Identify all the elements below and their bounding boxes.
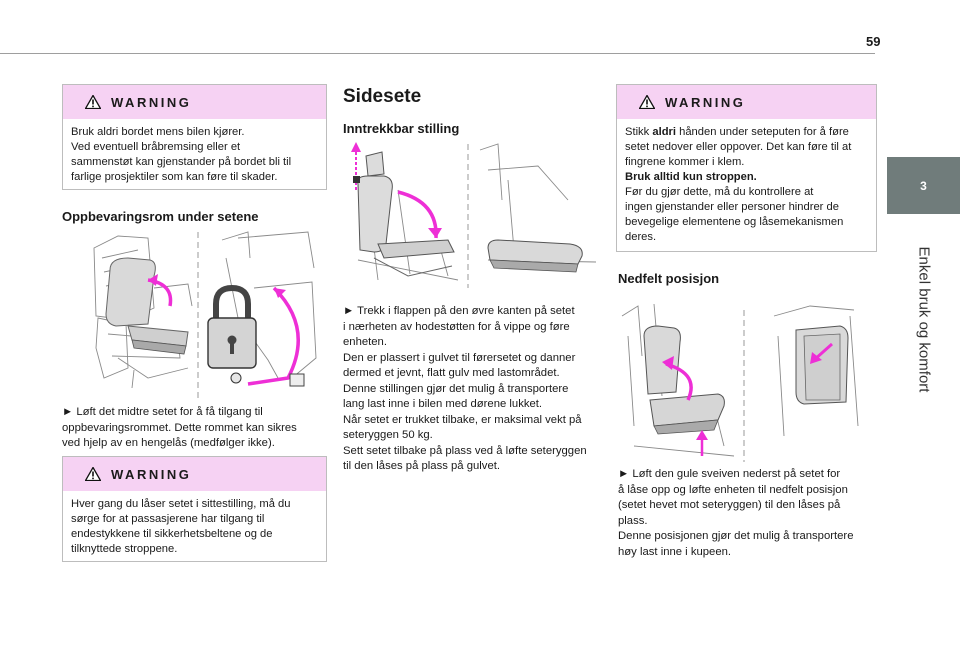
warning-line: Bruk aldri bordet mens bilen kjører. — [71, 126, 245, 138]
text-line: høy last inne i kupeen. — [618, 545, 732, 558]
warning-line: deres. — [625, 231, 657, 243]
warning-body: Bruk aldri bordet mens bilen kjører. Ved… — [63, 119, 326, 193]
text-line: seteryggen 50 kg. — [343, 429, 433, 441]
warning-line: tilknyttede stroppene. — [71, 543, 178, 555]
warning-triangle-icon — [85, 467, 101, 481]
warning-bold-line: Bruk alltid kun stroppen. — [625, 170, 868, 185]
warning-line: Ved eventuell bråbremsing eller et — [71, 141, 241, 153]
retractable-heading: Inntrekkbar stilling — [343, 121, 460, 136]
warning-line: farlige prosjektiler som kan føre til sk… — [71, 171, 278, 183]
warning-box-table: WARNING Bruk aldri bordet mens bilen kjø… — [62, 84, 327, 190]
storage-text: ► Løft det midtre setet for å få tilgang… — [62, 405, 297, 452]
text-line: dermed et jevnt, flatt gulv med lastområ… — [343, 367, 560, 379]
warning-triangle-icon — [85, 95, 101, 109]
chapter-title: Enkel bruk og komfort — [887, 214, 960, 424]
chapter-tab[interactable]: 3 — [887, 157, 960, 214]
retractable-illustration — [351, 142, 597, 288]
warning-line: Stikk aldri hånden under seteputen for å… — [625, 125, 868, 140]
text-line: til den låses på plass på gulvet. — [343, 460, 500, 472]
warning-line: setet nedover eller oppover. Det kan før… — [625, 141, 852, 153]
top-rule — [0, 53, 875, 54]
text-line: Den er plassert i gulvet til førersetet … — [343, 351, 576, 364]
storage-illustration — [93, 231, 317, 400]
storage-heading: Oppbevaringsrom under setene — [62, 209, 259, 224]
warning-line: Før du gjør dette, må du kontrollere at — [625, 186, 814, 198]
warning-header: WARNING — [63, 457, 326, 491]
folded-illustration — [621, 303, 859, 462]
warning-header: WARNING — [63, 85, 326, 119]
bold-fragment: Bruk alltid kun stroppen. — [625, 171, 757, 183]
text-line: Denne stillingen gjør det mulig å transp… — [343, 382, 569, 395]
warning-line: ingen gjenstander eller personer hindrer… — [625, 201, 839, 213]
text-line: Sett setet tilbake på plass ved å løfte … — [343, 444, 587, 457]
text-line: ► Trekk i flappen på den øvre kanten på … — [343, 305, 575, 317]
page-number: 59 — [866, 34, 881, 49]
warning-triangle-icon — [639, 95, 655, 109]
text-line: ► Løft det midtre setet for å få tilgang… — [62, 406, 263, 418]
warning-title: WARNING — [665, 94, 746, 110]
text-line: i nærheten av hodestøtten for å vippe og… — [343, 320, 570, 333]
warning-line: bevegelige elementene og låsemekanismen — [625, 216, 844, 228]
text-line: plass. — [618, 514, 648, 527]
text-line: ► Løft den gule sveiven nederst på setet… — [618, 468, 841, 480]
text-line: Når setet er trukket tilbake, er maksima… — [343, 413, 582, 426]
text-line: enheten. — [343, 336, 387, 348]
warning-line: sørge for at passasjerene har tilgang ti… — [71, 513, 265, 525]
warning-line: sammenstøt kan gjenstander på bordet bli… — [71, 156, 292, 168]
text-line: å låse opp og løfte enheten til nedfelt … — [618, 483, 848, 496]
text-line: ved hjelp av en hengelås (medfølger ikke… — [62, 437, 275, 449]
warning-header: WARNING — [617, 85, 876, 119]
warning-title: WARNING — [111, 94, 192, 110]
bold-fragment: aldri — [652, 126, 676, 138]
warning-line: endestykkene til sikkerhetsbeltene og de — [71, 528, 273, 540]
retractable-text: ► Trekk i flappen på den øvre kanten på … — [343, 304, 587, 475]
text-line: lang last inne i bilen med dørene lukket… — [343, 398, 543, 410]
warning-body: Hver gang du låser setet i sittestilling… — [63, 491, 326, 565]
section-title: Sidesete — [343, 86, 422, 107]
warning-body: Stikk aldri hånden under seteputen for å… — [617, 119, 876, 253]
chapter-title-text: Enkel bruk og komfort — [915, 246, 932, 392]
warning-line: fingrene kommer i klem. — [625, 156, 745, 168]
text-line: (setet hevet mot seteryggen) til den lås… — [618, 499, 841, 511]
warning-line: Hver gang du låser setet i sittestilling… — [71, 498, 291, 510]
text-line: oppbevaringsrommet. Dette rommet kan sik… — [62, 421, 297, 434]
warning-box-seat-lock: WARNING Hver gang du låser setet i sitte… — [62, 456, 327, 562]
folded-text: ► Løft den gule sveiven nederst på setet… — [618, 467, 853, 560]
text-fragment: Stikk — [625, 126, 653, 138]
warning-title: WARNING — [111, 466, 192, 482]
warning-box-seat-cushion: WARNING Stikk aldri hånden under seteput… — [616, 84, 877, 252]
text-line: Denne posisjonen gjør det mulig å transp… — [618, 530, 854, 542]
text-fragment: hånden under seteputen for å føre — [676, 126, 849, 138]
folded-heading: Nedfelt posisjon — [618, 271, 720, 286]
